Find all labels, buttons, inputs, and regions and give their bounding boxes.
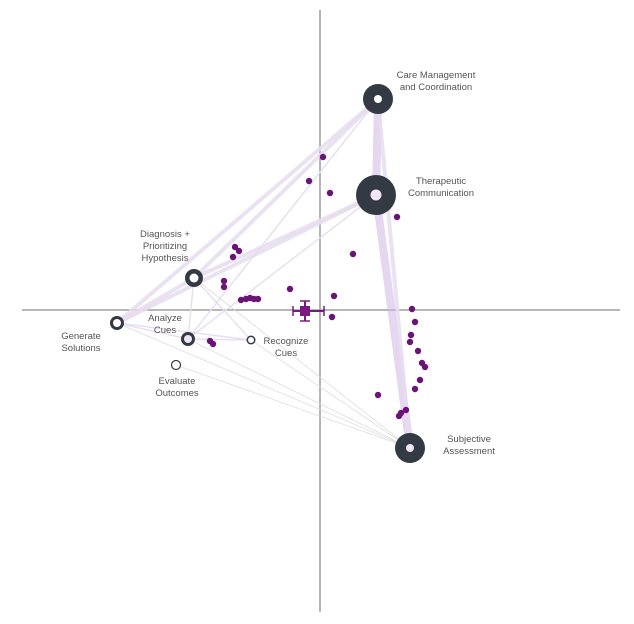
node-label-line: Subjective	[447, 434, 491, 445]
data-point	[411, 318, 419, 326]
centroid-square	[300, 306, 310, 316]
data-point	[326, 189, 334, 197]
node-label-line: Generate	[61, 331, 101, 342]
node-label-line: Prioritizing	[143, 241, 187, 252]
data-point	[209, 340, 217, 348]
edge-gen-analyze	[116, 322, 189, 340]
node-label-line: Outcomes	[155, 388, 199, 399]
edge-analyze-recog	[187, 338, 252, 341]
edge-analyze-subj	[187, 338, 411, 449]
node-label-line: Diagnosis +	[140, 229, 190, 240]
node-label-line: Cues	[154, 325, 176, 336]
node-center	[248, 337, 254, 343]
data-point	[406, 338, 414, 346]
data-point	[421, 363, 429, 371]
edge-diag-subj	[193, 277, 411, 449]
data-point	[349, 250, 357, 258]
node-center	[406, 444, 414, 452]
node-label-line: Evaluate	[159, 376, 196, 387]
edge-analyze-thera	[187, 194, 377, 340]
data-point	[231, 243, 239, 251]
node-label-line: Care Management	[397, 70, 476, 81]
data-point	[237, 296, 245, 304]
data-point	[220, 283, 228, 291]
edge-recog-subj	[250, 339, 411, 449]
data-point	[407, 331, 415, 339]
data-point	[235, 247, 243, 255]
data-point	[254, 295, 262, 303]
node-center	[374, 95, 382, 103]
node-label-line: Therapeutic	[416, 176, 466, 187]
node-center	[113, 319, 121, 327]
edge-diag-recog	[193, 277, 252, 341]
node-label-line: Assessment	[443, 446, 495, 457]
data-point	[416, 376, 424, 384]
data-point	[328, 313, 336, 321]
node-ring	[170, 359, 182, 371]
edge-care-gen	[115, 97, 380, 325]
data-point	[220, 277, 228, 285]
edge-gen-recog	[116, 322, 252, 341]
data-point	[414, 347, 422, 355]
node-label-line: Hypothesis	[142, 253, 189, 264]
data-point	[395, 412, 403, 420]
node-label-line: Solutions	[61, 343, 100, 354]
data-point	[408, 305, 416, 313]
node-label-line: and Coordination	[400, 82, 472, 93]
edge-care-diag	[192, 97, 380, 280]
node-center	[189, 273, 199, 283]
edge-gen-subj	[116, 322, 411, 449]
centroid-marker	[292, 300, 325, 322]
node-label-line: Analyze	[148, 313, 182, 324]
node-label-line: Communication	[408, 188, 474, 199]
node-label-line: Cues	[275, 348, 297, 359]
edge-eval-subj	[175, 364, 411, 449]
node-center	[184, 335, 192, 343]
edge-care-subj	[376, 97, 412, 450]
data-point	[330, 292, 338, 300]
data-point	[305, 177, 313, 185]
node-label-line: Recognize	[264, 336, 309, 347]
data-point	[229, 253, 237, 261]
edge-analyze-care	[187, 98, 379, 340]
data-point	[286, 285, 294, 293]
edge-thera-gen	[115, 193, 378, 325]
data-point	[411, 385, 419, 393]
edge-diag-gen	[115, 276, 196, 325]
data-point	[319, 153, 327, 161]
data-point	[393, 213, 401, 221]
data-point	[402, 406, 410, 414]
data-point	[374, 391, 382, 399]
node-center	[370, 189, 382, 201]
dots-layer	[206, 153, 429, 420]
edges-layer	[115, 95, 414, 452]
edge-diag-analyze	[187, 277, 195, 340]
